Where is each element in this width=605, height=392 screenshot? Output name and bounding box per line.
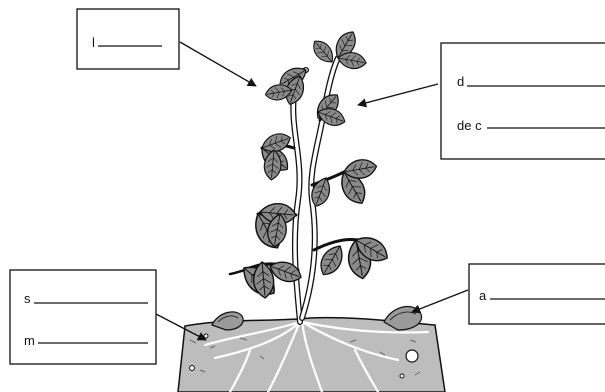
label-top-right-line1: d bbox=[457, 74, 464, 89]
arrow-bottom-right bbox=[411, 289, 469, 314]
soil-pebble bbox=[405, 349, 419, 363]
label-top-right-line2: de c bbox=[457, 118, 482, 133]
label-box-bottom-right: a bbox=[468, 263, 605, 325]
label-bottom-right-line1: a bbox=[479, 288, 487, 303]
arrow-bottom-left bbox=[155, 313, 207, 341]
label-bottom-left-line2: m bbox=[24, 333, 35, 348]
arrow-top-left bbox=[179, 41, 257, 87]
label-box-top-left: l bbox=[76, 8, 180, 70]
seed-shell-left bbox=[211, 311, 244, 331]
label-box-top-right: d de c bbox=[440, 42, 605, 160]
arrow-top-right bbox=[357, 83, 439, 108]
label-box-bottom-left: s m bbox=[9, 269, 157, 365]
label-top-left-line1: l bbox=[92, 35, 95, 50]
label-bottom-left-line1: s bbox=[24, 291, 31, 306]
roots bbox=[203, 320, 430, 392]
